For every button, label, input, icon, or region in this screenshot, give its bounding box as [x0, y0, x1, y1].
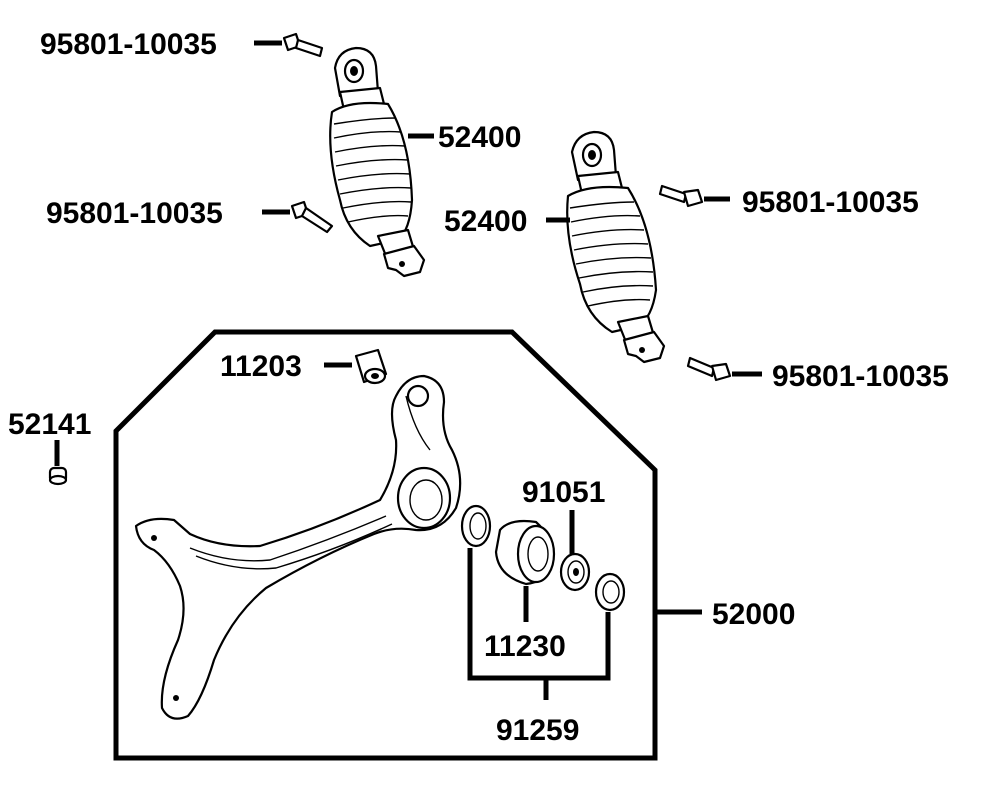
swing-bracket-icon	[134, 374, 462, 720]
bolt-a-icon	[282, 32, 324, 58]
shock-absorber-right-icon	[566, 130, 666, 364]
seal-ring-right-icon	[594, 572, 626, 612]
label-bolt-b: 95801-10035	[46, 197, 223, 230]
label-collar: 11203	[220, 350, 302, 383]
shock-absorber-left-icon	[329, 46, 426, 278]
label-shock-right: 52400	[444, 205, 527, 238]
label-seal-kit: 91259	[496, 714, 579, 747]
oil-seal-icon	[559, 552, 591, 592]
label-bearing: 11230	[484, 630, 566, 663]
collar-icon	[354, 348, 388, 385]
bolt-c-icon	[658, 184, 704, 208]
label-bolt-d: 95801-10035	[772, 360, 949, 393]
bearing-icon	[494, 519, 556, 586]
cap-icon	[48, 466, 68, 486]
label-bolt-c: 95801-10035	[742, 186, 919, 219]
bolt-d-icon	[686, 356, 732, 382]
label-bracket-assy: 52000	[712, 598, 795, 631]
leader-seal-kit	[467, 548, 611, 700]
label-shock-left: 52400	[438, 121, 521, 154]
assembly-frame	[113, 329, 658, 761]
label-bolt-a: 95801-10035	[40, 28, 217, 61]
seal-ring-left-icon	[460, 504, 492, 548]
label-cap: 52141	[8, 408, 91, 441]
label-oil-seal: 91051	[522, 476, 605, 509]
bolt-b-icon	[290, 200, 334, 234]
